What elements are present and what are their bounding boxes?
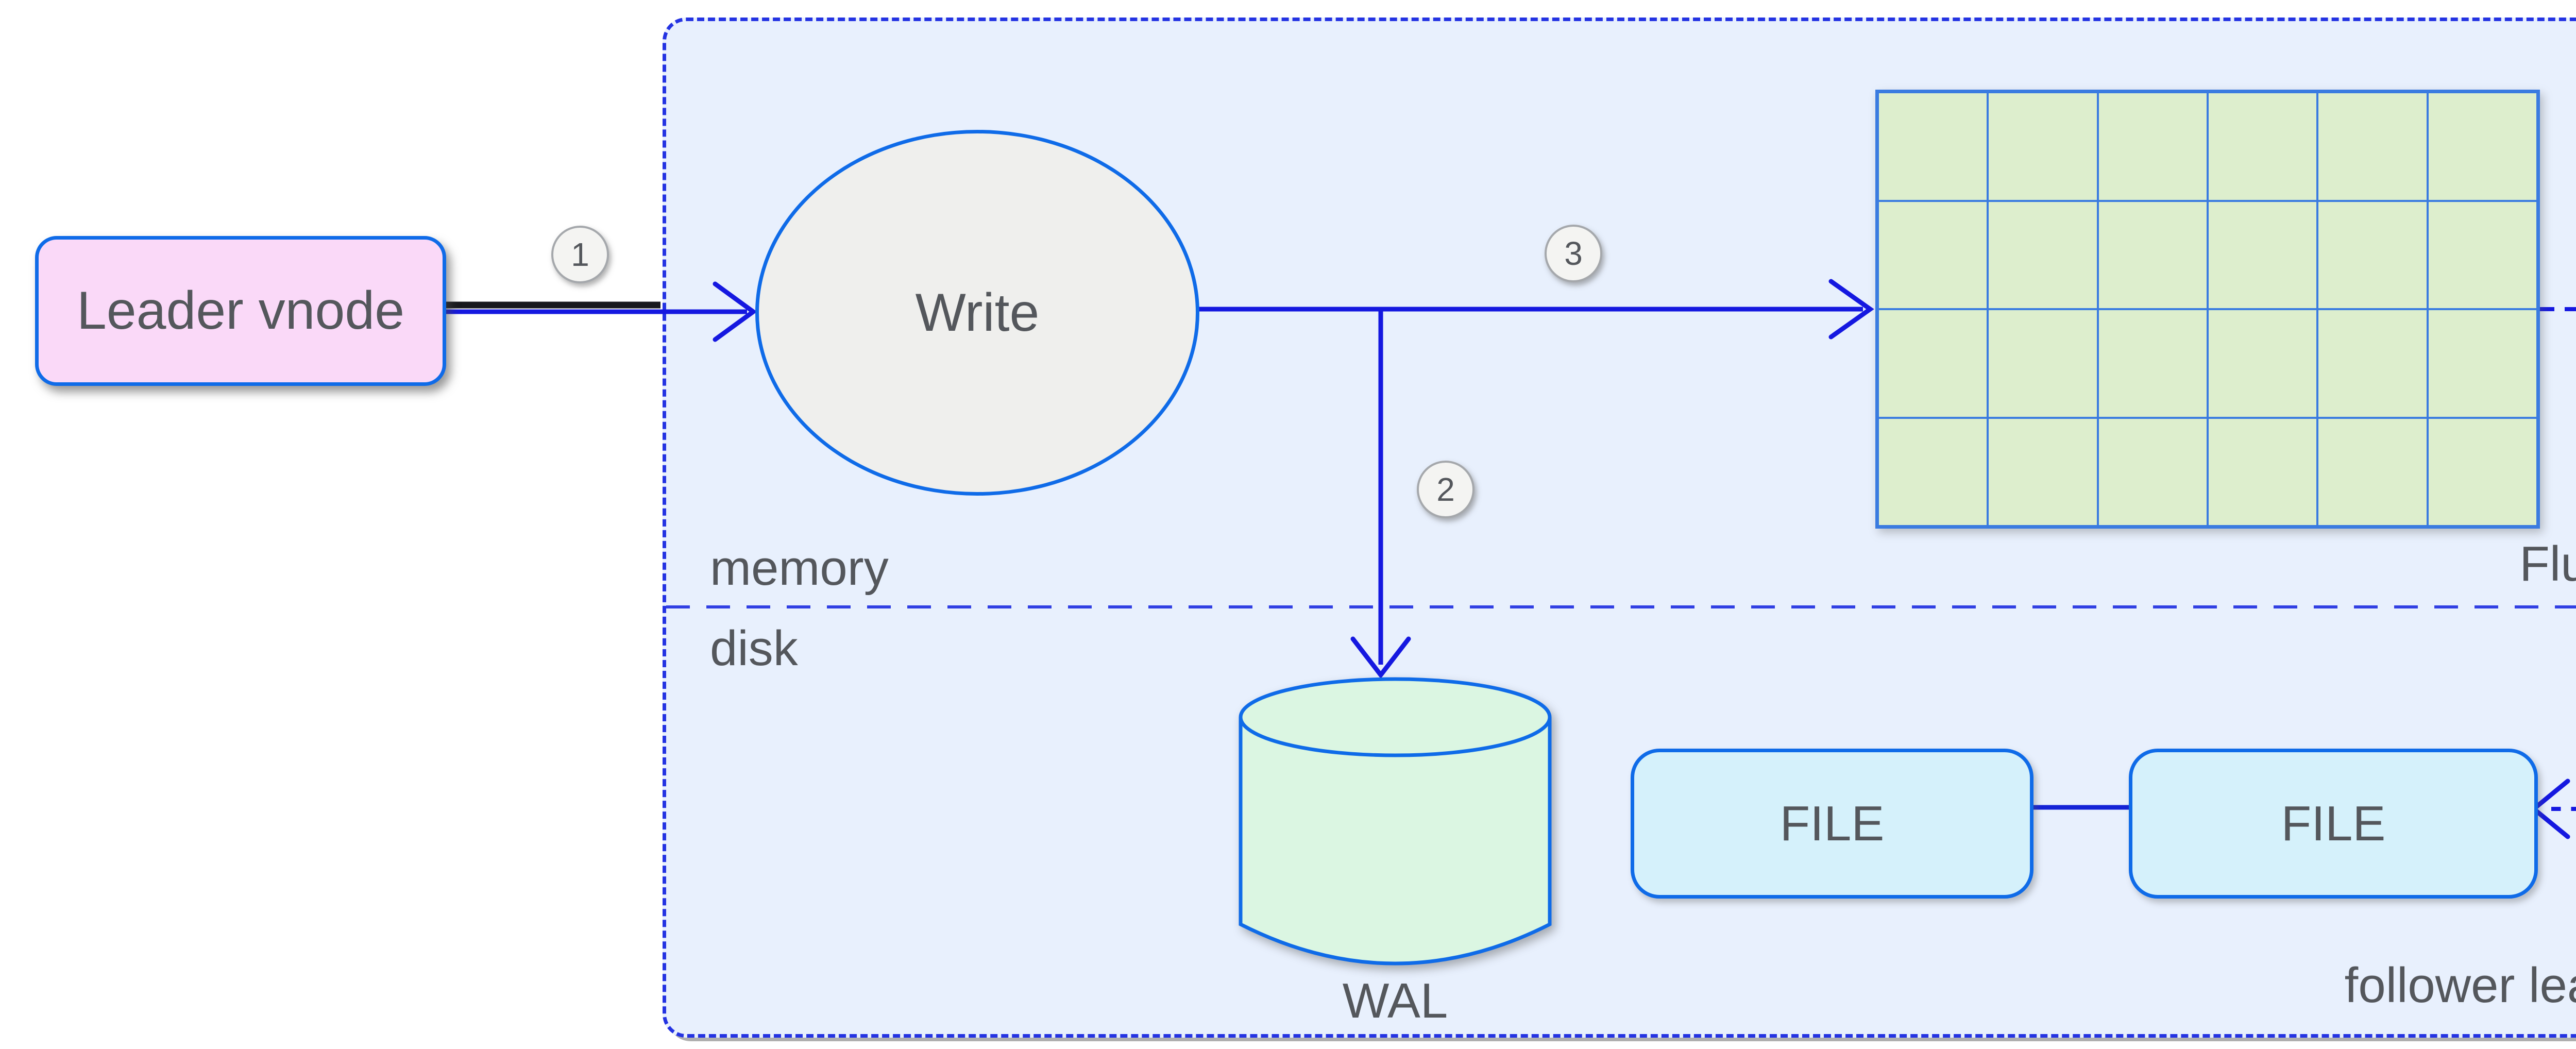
memtable-grid-cell [2317, 200, 2428, 309]
memtable-grid-cell [2207, 92, 2318, 201]
follower-leader-label: follower leader [2344, 958, 2576, 1013]
file-right-label: FILE [2281, 796, 2386, 851]
memtable-grid-cell [1988, 200, 2098, 309]
memtable-grid-cell [2097, 417, 2208, 526]
memtable-grid-cell [1878, 309, 1988, 418]
memtable-grid-cell [2427, 309, 2537, 418]
step-badge-2: 2 [1417, 461, 1475, 518]
memtable-grid-cell [2097, 309, 2208, 418]
memtable-grid-cell [2427, 92, 2537, 201]
memtable-grid-cell [1878, 200, 1988, 309]
flush-annotation-label: Flush [2519, 536, 2576, 591]
memtable-grid-cell [1878, 92, 1988, 201]
memtable-grid-cell [2427, 200, 2537, 309]
memtable-grid-cell [2427, 417, 2537, 526]
memtable-grid-cell [2207, 309, 2318, 418]
memtable-grid-cell [1988, 92, 2098, 201]
memtable-grid-cell [1878, 417, 1988, 526]
write-ellipse: Write [755, 130, 1199, 496]
file-left-label: FILE [1780, 796, 1885, 851]
memtable-grid-cell [2317, 309, 2428, 418]
write-label: Write [915, 282, 1040, 343]
leader-vnode-label: Leader vnode [76, 281, 405, 341]
memtable-grid-cell [1988, 309, 2098, 418]
wal-label: WAL [1342, 973, 1448, 1028]
step-badge-1-label: 1 [571, 236, 589, 273]
memtable-grid-cell [2207, 417, 2318, 526]
disk-zone-label: disk [710, 621, 798, 676]
leader-vnode-box: Leader vnode [35, 236, 446, 386]
memtable-grid [1875, 90, 2540, 529]
memtable-grid-cell [2317, 92, 2428, 201]
memory-zone-label: memory [710, 540, 889, 596]
memtable-grid-cell [2207, 200, 2318, 309]
memtable-grid-cell [2317, 417, 2428, 526]
file-box-left: FILE [1631, 749, 2033, 899]
step-badge-3-label: 3 [1564, 235, 1583, 272]
memtable-grid-cell [2097, 92, 2208, 201]
memtable-grid-cell [2097, 200, 2208, 309]
step-badge-1: 1 [551, 226, 609, 283]
step-badge-3: 3 [1545, 225, 1602, 282]
memtable-grid-cell [1988, 417, 2098, 526]
file-box-right: FILE [2129, 749, 2538, 899]
step-badge-2-label: 2 [1436, 471, 1455, 508]
